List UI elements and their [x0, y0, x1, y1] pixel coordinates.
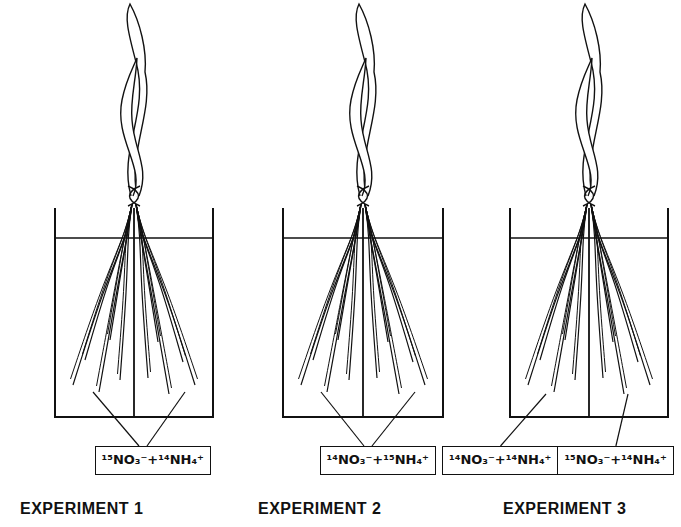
solution-box: ¹⁴NO₃⁻+¹⁴NH₄⁺	[442, 446, 558, 475]
experiment-label: EXPERIMENT 1	[20, 500, 143, 518]
solution-text: ¹⁵NO₃⁻+¹⁴NH₄⁺	[564, 452, 666, 469]
plant	[71, 4, 198, 394]
solution-text: ¹⁴NO₃⁻+¹⁴NH₄⁺	[449, 452, 551, 469]
leader-line	[321, 392, 364, 446]
leader-line	[616, 394, 628, 446]
leader-line	[501, 394, 547, 446]
leader-line	[147, 392, 185, 446]
solution-box: ¹⁵NO₃⁻+¹⁴NH₄⁺	[95, 446, 211, 475]
experiment-label: EXPERIMENT 2	[258, 500, 381, 518]
leader-line	[93, 392, 139, 446]
solution-text: ¹⁵NO₃⁻+¹⁴NH₄⁺	[102, 452, 204, 469]
beaker	[283, 208, 443, 417]
plant	[526, 4, 653, 394]
solution-box: ¹⁵NO₃⁻+¹⁴NH₄⁺	[557, 446, 673, 475]
beaker	[55, 208, 213, 417]
solution-text: ¹⁴NO₃⁻+¹⁵NH₄⁺	[327, 452, 429, 469]
leader-line	[372, 392, 415, 446]
divider	[133, 208, 135, 417]
experiment-label: EXPERIMENT 3	[503, 500, 626, 518]
divider	[362, 208, 364, 417]
plant	[299, 4, 428, 394]
solution-box: ¹⁴NO₃⁻+¹⁵NH₄⁺	[320, 446, 436, 475]
divider	[588, 208, 590, 417]
beaker	[510, 208, 668, 417]
